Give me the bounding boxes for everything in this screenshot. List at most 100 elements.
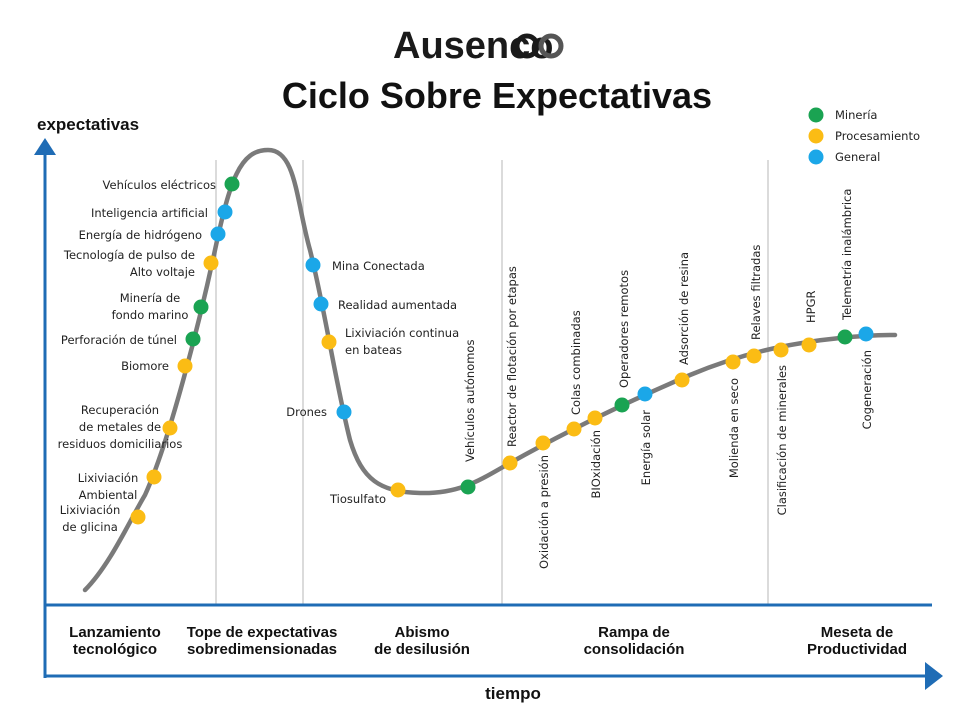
technology-marker[interactable] [725, 354, 741, 370]
technology-label: Vehículos eléctricos [103, 178, 216, 192]
technology-marker[interactable] [321, 334, 337, 350]
technology-label: Biomore [121, 359, 169, 373]
technology-label-line: Drones [286, 405, 327, 419]
technology-marker[interactable] [587, 410, 603, 426]
technology-label-line: fondo marino [112, 308, 189, 322]
technology-label-line: Colas combinadas [569, 310, 583, 415]
technology-label: HPGR [804, 291, 818, 323]
technology-marker[interactable] [203, 255, 219, 271]
technology-marker[interactable] [566, 421, 582, 437]
technology-label-line: residuos domiciliarios [58, 437, 183, 451]
technology-label-line: Vehículos autónomos [463, 340, 477, 462]
phase-label-line: sobredimensionadas [187, 641, 337, 658]
technology-marker[interactable] [460, 479, 476, 495]
technology-label: Energía solar [639, 410, 653, 486]
technology-label-line: HPGR [804, 291, 818, 323]
technology-markers [130, 176, 874, 525]
technology-label: Telemetría inalámbrica [840, 189, 854, 321]
technology-marker[interactable] [801, 337, 817, 353]
technology-label: Relaves filtradas [749, 245, 763, 340]
phase-label-line: Meseta de [821, 624, 894, 641]
y-axis-title: expectativas [37, 115, 139, 134]
phase-label-line: Lanzamiento [69, 624, 161, 641]
technology-label: Adsorción de resina [677, 252, 691, 365]
technology-label: Clasificación de minerales [775, 365, 789, 515]
phase-label-line: Rampa de [598, 624, 670, 641]
technology-label: Recuperación de metales de residuos domici… [58, 403, 183, 451]
technology-label-line: Tiosulfato [329, 492, 386, 506]
technology-marker[interactable] [535, 435, 551, 451]
technology-label: Vehículos autónomos [463, 340, 477, 462]
technology-marker[interactable] [210, 226, 226, 242]
phase-label-line: de desilusión [374, 641, 470, 658]
technology-marker[interactable] [746, 348, 762, 364]
x-axis-arrow-icon [925, 662, 943, 690]
hype-curve [82, 147, 898, 593]
technology-label: Mina Conectada [332, 259, 425, 273]
technology-label-line: Minería de [120, 291, 180, 305]
technology-label-line: Clasificación de minerales [775, 365, 789, 515]
technology-label-line: Realidad aumentada [338, 298, 457, 312]
technology-marker[interactable] [773, 342, 789, 358]
technology-marker[interactable] [637, 386, 653, 402]
technology-label-line: Inteligencia artificial [91, 206, 208, 220]
legend-label: Minería [835, 108, 877, 122]
technology-marker[interactable] [305, 257, 321, 273]
technology-label-line: de metales de [79, 420, 161, 434]
technology-label: Drones [286, 405, 327, 419]
technology-marker[interactable] [177, 358, 193, 374]
technology-marker[interactable] [858, 326, 874, 342]
technology-label: Molienda en seco [727, 378, 741, 478]
logo-swirl-icon [514, 33, 540, 59]
technology-label: Colas combinadas [569, 310, 583, 415]
technology-label: BIOxidación [589, 430, 603, 499]
technology-label-line: BIOxidación [589, 430, 603, 499]
technology-marker[interactable] [193, 299, 209, 315]
technology-marker[interactable] [614, 397, 630, 413]
legend-swatch-icon [808, 107, 824, 123]
technology-marker[interactable] [837, 329, 853, 345]
technology-label: Reactor de flotación por etapas [505, 266, 519, 447]
technology-label-line: Ambiental [79, 488, 138, 502]
technology-marker[interactable] [313, 296, 329, 312]
logo-swirl-icon [538, 33, 564, 59]
technology-marker[interactable] [146, 469, 162, 485]
axes: expectativas tiempo [34, 115, 943, 703]
technology-label: Perforación de túnel [61, 333, 177, 347]
technology-label-line: Reactor de flotación por etapas [505, 266, 519, 447]
phase-label-line: Productividad [807, 641, 907, 658]
technology-label: Operadores remotos [617, 270, 631, 388]
technology-marker[interactable] [224, 176, 240, 192]
phase-label-line: Abismo [394, 624, 449, 641]
technology-marker[interactable] [162, 420, 178, 436]
technology-label-line: Operadores remotos [617, 270, 631, 388]
technology-label-line: Recuperación [81, 403, 159, 417]
phase-label-line: consolidación [584, 641, 685, 658]
technology-label-line: Cogeneración [860, 350, 874, 429]
phase-dividers [215, 160, 769, 605]
technology-label-line: Molienda en seco [727, 378, 741, 478]
logo-text: Ausenco [393, 25, 553, 67]
legend-swatch-icon [808, 128, 824, 144]
technology-label-line: Telemetría inalámbrica [840, 189, 854, 321]
technology-marker[interactable] [390, 482, 406, 498]
technology-marker[interactable] [502, 455, 518, 471]
technology-label: Minería de fondo marino [112, 291, 189, 322]
technology-marker[interactable] [185, 331, 201, 347]
technology-marker[interactable] [130, 509, 146, 525]
technology-marker[interactable] [217, 204, 233, 220]
technology-marker[interactable] [336, 404, 352, 420]
technology-marker[interactable] [674, 372, 690, 388]
technology-label: Oxidación a presión [537, 455, 551, 569]
technology-label-line: Perforación de túnel [61, 333, 177, 347]
